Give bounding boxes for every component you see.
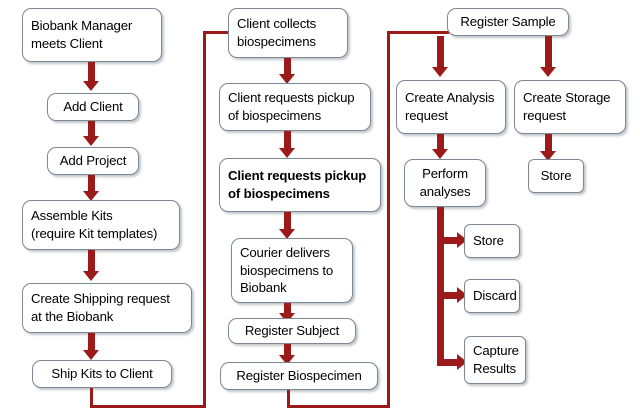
connector-subject-to-biospecimen [284, 344, 291, 360]
arrowhead-down-shipping-to-ship-kits [83, 350, 99, 360]
node-add-client[interactable]: Add Client [47, 93, 139, 121]
connector-shipkits-down-segment [90, 388, 93, 408]
node-courier-delivers[interactable]: Courier delivers biospecimens to Biobank [231, 238, 353, 303]
connector-sample-riser [387, 31, 390, 408]
node-label: Register Sample [460, 14, 556, 30]
node-register-biospecimen[interactable]: Register Biospecimen [220, 362, 378, 390]
arrowhead-down-collects-to-pickup1 [279, 74, 295, 84]
node-add-project[interactable]: Add Project [47, 147, 139, 175]
connector-branch-to-store-analysis [437, 237, 459, 244]
connector-courier-to-register-subject [284, 303, 291, 318]
arrowhead-down-analysis-to-perform [432, 149, 448, 159]
connector-shipping-to-ship-kits [88, 333, 95, 353]
connector-pickup2-to-courier [284, 212, 291, 232]
arrowhead-down-sample-to-storage-request [540, 67, 556, 77]
connector-biospecimen-down-segment [287, 390, 290, 408]
node-client-requests-pickup-1[interactable]: Client requests pickup of biospecimens [219, 83, 371, 131]
connector-sample-to-storage-request [545, 36, 552, 70]
connector-shipkits-right-segment [90, 405, 206, 408]
node-label: Assemble Kits (require Kit templates) [31, 208, 158, 241]
node-label: Discard [473, 288, 517, 304]
arrowhead-down-sample-to-analysis-request [432, 67, 448, 77]
node-label: Ship Kits to Client [51, 366, 153, 382]
node-biobank-manager-meets-client[interactable]: Biobank Manager meets Client [22, 8, 162, 62]
arrowhead-down-pickup1-to-pickup2 [279, 148, 295, 158]
node-store-storage[interactable]: Store [528, 159, 584, 193]
node-label: Create Analysis request [405, 90, 495, 123]
node-label: Client requests pickup of biospecimens [228, 90, 355, 123]
connector-pickup1-to-pickup2 [284, 131, 291, 151]
connector-branch-to-capture-results [437, 359, 459, 366]
node-ship-kits-to-client[interactable]: Ship Kits to Client [32, 360, 172, 388]
connector-sample-to-analysis-request [437, 36, 444, 70]
connector-perform-analyses-trunk [437, 207, 444, 366]
connector-into-client-collects [203, 31, 230, 34]
node-label: Capture Results [473, 343, 519, 376]
node-store-analysis[interactable]: Store [464, 224, 520, 258]
node-label: Add Project [59, 153, 127, 169]
arrowhead-down-add-project-to-assemble-kits [83, 191, 99, 201]
arrowhead-down-storage-to-store [540, 151, 556, 161]
node-create-analysis-request[interactable]: Create Analysis request [396, 80, 506, 134]
node-label: Create Shipping request at the Biobank [31, 291, 170, 324]
node-client-collects-biospecimens[interactable]: Client collects biospecimens [228, 8, 348, 58]
arrowhead-down-subject-to-biospecimen [279, 355, 295, 365]
connector-manager-to-add-client [88, 62, 95, 83]
node-perform-analyses[interactable]: Perform analyses [404, 159, 486, 207]
arrowhead-down-assemble-kits-to-shipping [83, 271, 99, 281]
node-capture-results[interactable]: Capture Results [464, 336, 526, 384]
connector-analysis-to-perform [437, 134, 444, 152]
node-label: Store [540, 168, 572, 184]
node-label: Store [473, 233, 504, 249]
connector-collects-to-pickup1 [284, 58, 291, 77]
connector-into-register-sample [387, 31, 449, 34]
node-label: Client collects biospecimens [237, 16, 317, 49]
connector-branch-to-discard [437, 292, 459, 299]
node-create-storage-request[interactable]: Create Storage request [514, 80, 626, 134]
arrowhead-down-manager-to-add-client [83, 81, 99, 91]
arrowhead-right-to-discard [457, 287, 467, 303]
connector-collection-riser [203, 31, 206, 408]
node-create-shipping-request[interactable]: Create Shipping request at the Biobank [22, 283, 192, 333]
arrowhead-right-to-store-analysis [457, 232, 467, 248]
node-register-sample[interactable]: Register Sample [447, 8, 569, 36]
node-assemble-kits[interactable]: Assemble Kits (require Kit templates) [22, 200, 180, 250]
connector-add-project-to-assemble-kits [88, 175, 95, 194]
node-discard[interactable]: Discard [464, 279, 520, 313]
node-label: Add Client [63, 99, 123, 115]
arrowhead-down-add-client-to-add-project [83, 136, 99, 146]
connector-biospecimen-right-segment [287, 405, 390, 408]
node-label: Client requests pickup of biospecimens [228, 168, 367, 201]
node-label: Perform analyses [419, 166, 471, 199]
arrowhead-right-to-capture-results [457, 354, 467, 370]
connector-assemble-kits-to-shipping [88, 250, 95, 274]
node-label: Courier delivers biospecimens to Biobank [240, 245, 334, 296]
node-label: Biobank Manager meets Client [31, 18, 133, 51]
node-label: Register Biospecimen [236, 368, 362, 384]
node-label: Register Subject [244, 323, 340, 339]
node-client-requests-pickup-2[interactable]: Client requests pickup of biospecimens [219, 158, 381, 212]
connector-add-client-to-add-project [88, 121, 95, 139]
node-label: Create Storage request [523, 90, 611, 123]
node-register-subject[interactable]: Register Subject [228, 318, 356, 344]
connector-storage-to-store [545, 134, 552, 154]
arrowhead-down-pickup2-to-courier [279, 229, 295, 239]
